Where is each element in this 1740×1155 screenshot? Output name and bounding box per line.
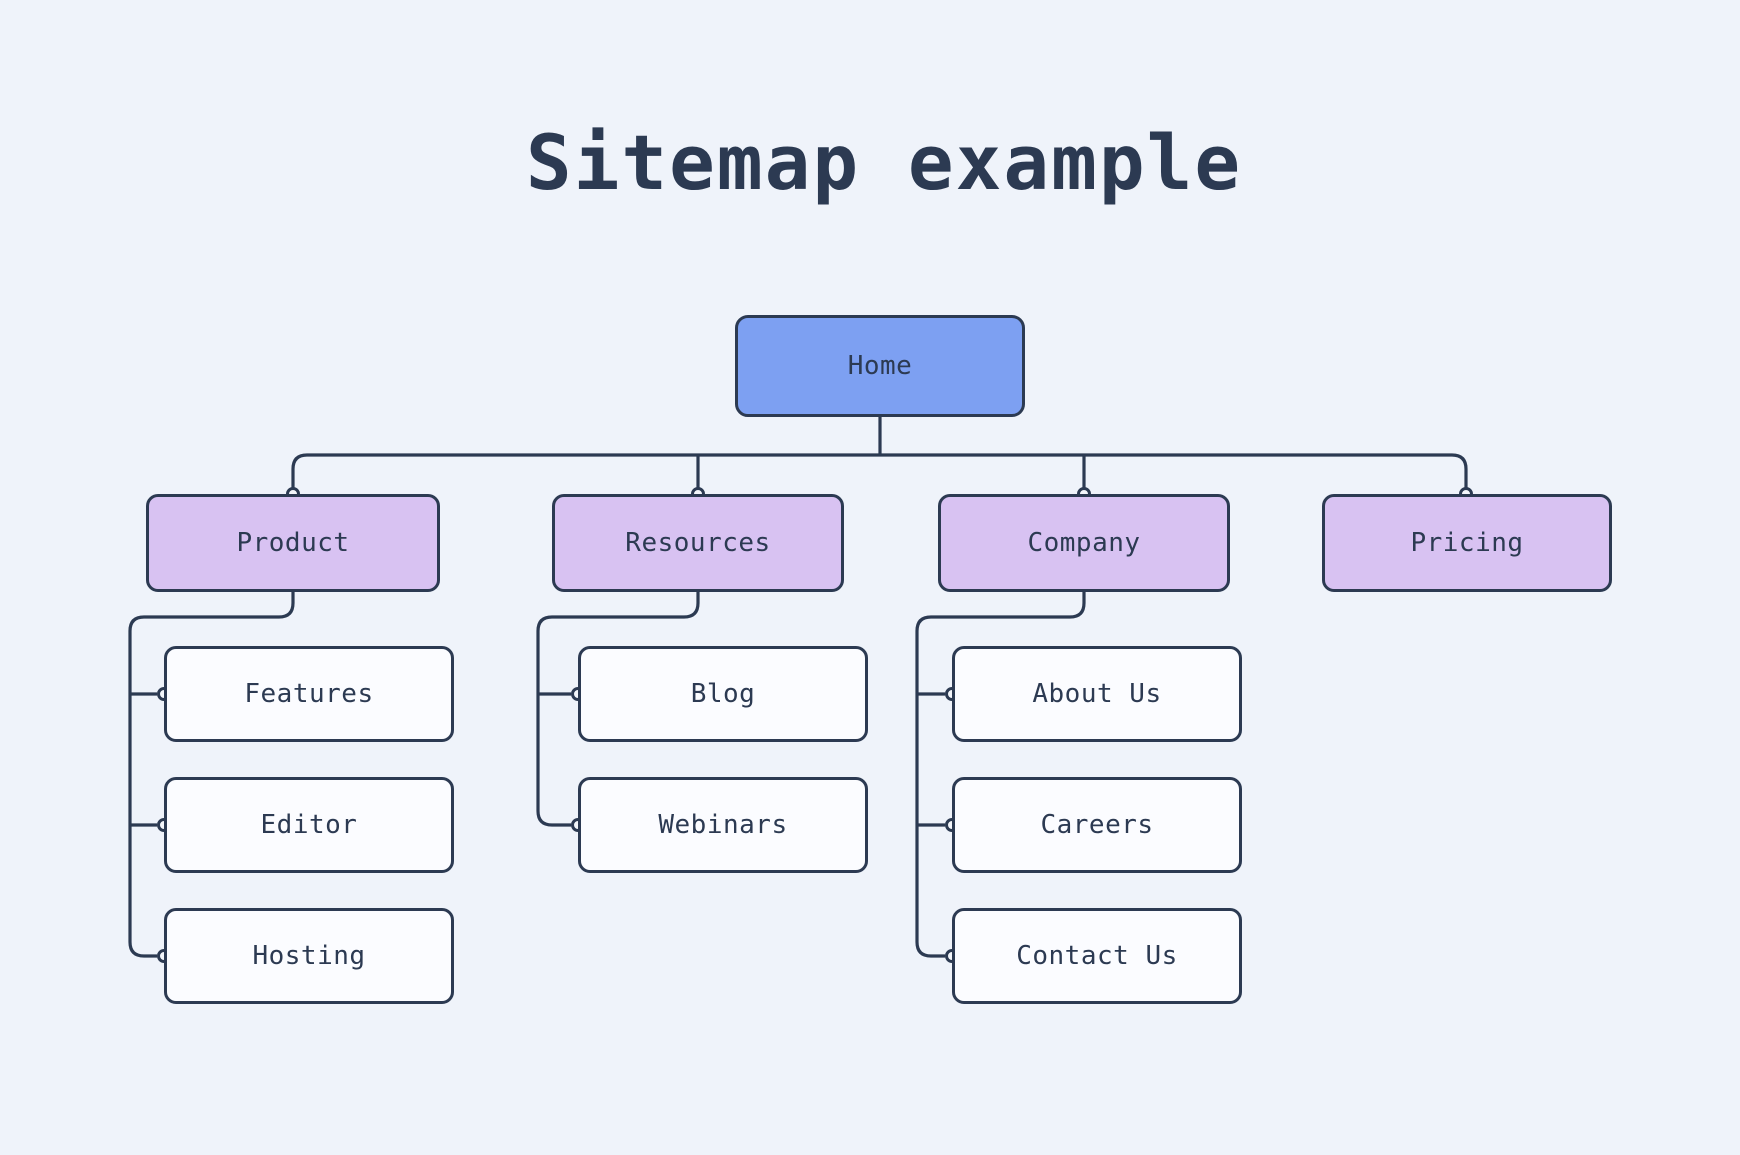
node-webinars: Webinars — [578, 777, 868, 873]
connector-trunk — [291, 453, 1468, 491]
node-label: Webinars — [658, 810, 788, 840]
node-pricing: Pricing — [1322, 494, 1612, 592]
node-contact-us: Contact Us — [952, 908, 1242, 1004]
node-label: Features — [244, 679, 374, 709]
node-label: About Us — [1032, 679, 1162, 709]
node-label: Hosting — [252, 941, 366, 971]
page-title: Sitemap example — [525, 118, 1243, 207]
node-editor: Editor — [164, 777, 454, 873]
node-hosting: Hosting — [164, 908, 454, 1004]
node-company: Company — [938, 494, 1230, 592]
connector-product-rail — [128, 592, 295, 958]
node-home: Home — [735, 315, 1025, 417]
node-resources: Resources — [552, 494, 844, 592]
node-label: Home — [847, 351, 913, 381]
node-label: Blog — [690, 679, 756, 709]
node-label: Company — [1027, 528, 1141, 558]
node-label: Resources — [625, 528, 771, 558]
connector-company-rail — [915, 592, 1086, 958]
node-label: Contact Us — [1016, 941, 1178, 971]
node-careers: Careers — [952, 777, 1242, 873]
node-label: Careers — [1040, 810, 1154, 840]
node-about-us: About Us — [952, 646, 1242, 742]
node-features: Features — [164, 646, 454, 742]
connector-resources-rail — [536, 592, 700, 827]
node-label: Editor — [260, 810, 358, 840]
node-label: Pricing — [1410, 528, 1524, 558]
node-blog: Blog — [578, 646, 868, 742]
node-product: Product — [146, 494, 440, 592]
node-label: Product — [236, 528, 350, 558]
